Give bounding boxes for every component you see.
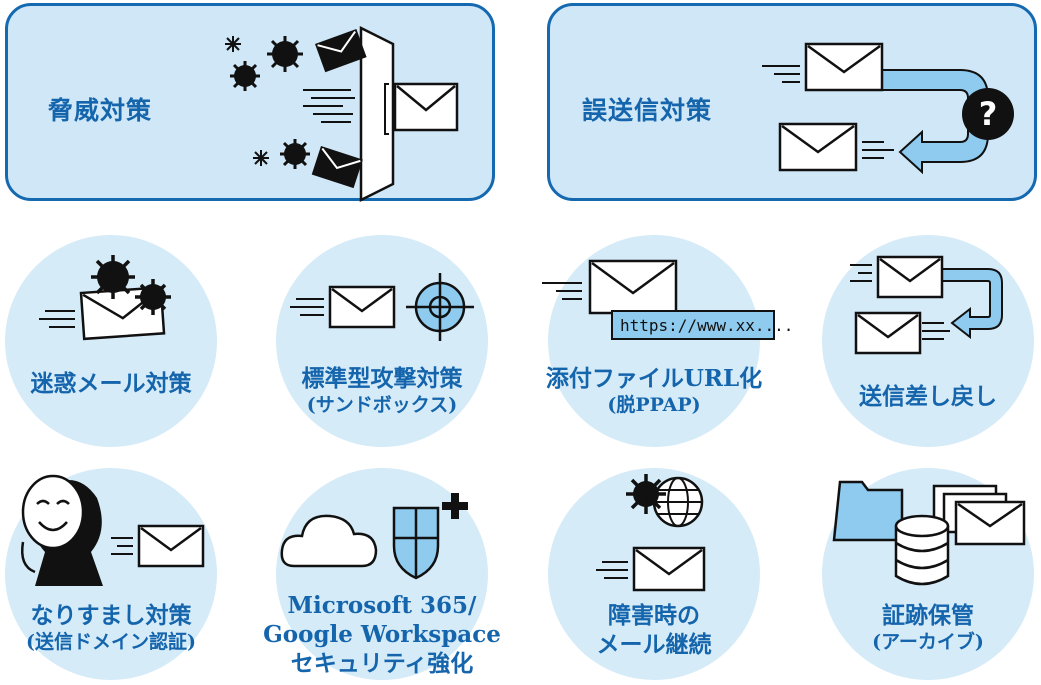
sandbox-circle: 標準型攻撃対策 (サンドボックス) — [276, 235, 488, 447]
speed-lines — [111, 537, 133, 555]
cloud-icon — [280, 514, 378, 568]
globe-icon — [652, 476, 704, 528]
virus-spikes — [230, 36, 310, 169]
m365-illustration — [280, 493, 468, 580]
recall-illustration — [850, 255, 1003, 355]
url-text: https://www.xx.... — [620, 316, 793, 335]
envelope-icon — [804, 42, 884, 92]
archive-illustration — [832, 480, 1026, 586]
speed-lines — [303, 89, 355, 123]
spam-circle: 迷惑メール対策 — [5, 235, 217, 447]
spoofing-label: なりすまし対策 (送信ドメイン認証) — [26, 602, 196, 653]
envelope-icon — [328, 285, 396, 329]
question-icon — [962, 88, 1014, 140]
recall-circle: 送信差し戻し — [822, 235, 1034, 447]
envelope-icon — [137, 524, 205, 568]
database-icon — [894, 514, 950, 586]
m365-circle: Microsoft 365/ Google Workspace セキュリティ強化 — [263, 468, 501, 680]
speed-lines — [762, 65, 894, 159]
threat-illustration — [225, 25, 459, 203]
spam-illustration — [39, 255, 171, 341]
m365-label: Microsoft 365/ Google Workspace セキュリティ強化 — [263, 592, 501, 677]
spark-icon — [225, 36, 269, 166]
mask-icon — [21, 474, 85, 574]
speed-lines — [542, 282, 582, 300]
continuity-illustration — [596, 474, 706, 592]
sandbox-label: 標準型攻撃対策 (サンドボックス) — [301, 365, 463, 416]
misdelivery-illustration: ? — [762, 42, 1014, 175]
door-icon — [359, 25, 395, 203]
threat-panel: 脅威対策 — [5, 3, 495, 203]
stacked-envelopes-icon — [932, 484, 1026, 546]
speed-lines — [290, 298, 324, 316]
envelope-icon — [854, 311, 922, 355]
spoofing-illustration — [21, 474, 205, 586]
question-mark: ? — [979, 95, 998, 133]
target-icon — [406, 273, 474, 341]
archive-label: 証跡保管 (アーカイブ) — [872, 602, 984, 653]
shield-icon — [392, 506, 440, 580]
envelope-icon — [778, 122, 858, 172]
continuity-circle: 障害時の メール継続 — [548, 468, 760, 680]
envelope-icon — [588, 259, 678, 315]
return-arrow — [931, 268, 1003, 340]
folder-icon — [832, 480, 904, 542]
attachment-label: 添付ファイルURL化 (脱PPAP) — [545, 365, 763, 416]
recall-label: 送信差し戻し — [859, 383, 997, 410]
envelope-icon — [632, 546, 706, 592]
archive-circle: 証跡保管 (アーカイブ) — [822, 468, 1034, 680]
speed-lines — [596, 561, 628, 579]
plus-icon — [442, 493, 468, 519]
speed-lines — [39, 310, 75, 328]
misdelivery-panel-title: 誤送信対策 — [582, 96, 713, 125]
spam-label: 迷惑メール対策 — [30, 370, 192, 397]
attachment-circle: https://www.xx.... 添付ファイルURL化 (脱PPAP) — [542, 235, 793, 447]
black-envelope-icon — [315, 28, 367, 73]
attachment-illustration: https://www.xx.... — [542, 259, 793, 340]
sandbox-illustration — [290, 273, 474, 341]
threat-panel-title: 脅威対策 — [48, 96, 153, 125]
burst-icon — [626, 474, 666, 514]
continuity-label: 障害時の メール継続 — [596, 602, 712, 658]
envelope-icon — [876, 255, 944, 299]
url-bar — [611, 310, 775, 340]
black-envelope-icon — [311, 146, 363, 189]
misdelivery-panel: 誤送信対策 ? — [547, 3, 1037, 201]
speed-lines — [850, 264, 950, 340]
envelope-icon — [393, 82, 459, 132]
spoofing-circle: なりすまし対策 (送信ドメイン認証) — [5, 468, 217, 680]
